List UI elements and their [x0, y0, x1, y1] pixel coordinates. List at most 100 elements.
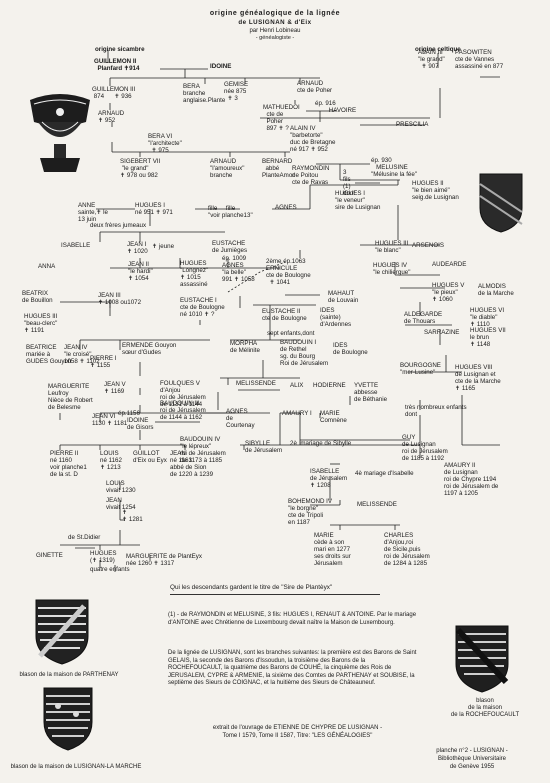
person-sept-enfants: sept enfants,dont [267, 330, 315, 337]
person-hugues8: HUGUES VIII de Lusignan et cte de la Mar… [455, 364, 501, 392]
person-beatrix: BEATRIX de Bouillon [22, 290, 53, 304]
source-note: extrait de l'ouvrage de ETIENNE DE CHYPR… [212, 725, 383, 739]
person-g1281: ✝ ✝ 1281 [122, 509, 143, 523]
person-hugues1-b: HUGUES I né 951 ✝ 971 [135, 202, 173, 216]
person-ep1156: ép.1156 [118, 410, 140, 417]
person-guillemon2: GUILLEMON II Planfard ✝914 [94, 58, 140, 72]
person-gemise: GEMISE née 875 ✝ 3 [224, 81, 249, 102]
person-mariage4: 4è mariage d'Isabelle [355, 470, 414, 477]
person-arnaud-poher: ARNAUD cte de Poher [297, 80, 333, 94]
person-audearde: AUDEARDE [432, 261, 467, 268]
person-jean3: JEAN III ✝ 1008 ou1072 [98, 292, 142, 306]
person-jean5: JEAN V ✝ 1169 [104, 381, 126, 395]
person-charles: CHARLES d'Anjou,roi de Sicile,puis roi d… [384, 532, 430, 567]
crest-shield-icon [479, 173, 523, 233]
person-mathuedoi: MATHUEDOI cte de Poher 897 ✝ ? [263, 104, 300, 132]
person-jean4: JEAN IV "le croisé" 1058 ✝ 1102 [64, 344, 100, 365]
person-hugues-longnez: HUGUES "Longnez" ✝ 1015 assassiné [180, 260, 209, 288]
person-louis1: LOUIS né 1162 ✝ 1213 [100, 450, 122, 471]
person-ermende: ERMENDE Gouyon sœur d'Gudes [122, 342, 177, 356]
person-sarrazine: SARRAZINE [424, 329, 460, 336]
person-amaury2: AMAURY II de Lusignan roi de Chypre 1194… [444, 462, 499, 497]
plate-reference-line1: planche n°2 - LUSIGNAN - [436, 748, 508, 754]
parthenay-blazon-caption: blason de la maison de PARTHENAY [19, 672, 119, 678]
person-ides2: IDES de Boulogne [333, 342, 368, 356]
descendants-note: Qui les descendants gardent le titre de … [170, 584, 333, 591]
lusignan-blazon-caption: blason de la maison de LUSIGNAN-LA MARCH… [10, 764, 142, 770]
person-de-st-didier: de St.Didier [68, 534, 101, 541]
person-guy: GUY de Lusignan roi de Jérusalem de 1185… [402, 434, 448, 462]
note-footnote-1: (1) - de RAYMONDIN et MELUSINE, 3 fils: … [168, 612, 417, 626]
person-hugues4: HUGUES IV "le chiliergue" [373, 262, 411, 276]
heraldic-cup-emblem [30, 94, 90, 172]
person-pierre2: PIERRE II né 1160 voir planche1 de la st… [50, 450, 87, 478]
person-louis2: LOUIS vivait 1230 [106, 480, 136, 494]
person-arnaud952: ARNAUD ✝ 952 [98, 110, 125, 124]
person-jean1: JEAN I ✝ 1020 [127, 241, 148, 255]
person-almodis: ALMODIS de la Marche [478, 283, 514, 297]
divider [170, 594, 380, 595]
person-sibylle: SIBYLLE de Jérusalem [245, 440, 283, 454]
person-alain3: ALAIN III "le grand" ✝ 907 [418, 49, 445, 70]
note-branches: De la lignée de LUSIGNAN, sont les branc… [168, 650, 417, 687]
person-sigebert7: SIGEBERT VII "le grand" ✝ 978 ou 982 [120, 158, 161, 179]
person-hugues3: HUGUES III "le blanc" [375, 240, 409, 254]
rochefoucauld-blazon-icon [455, 625, 509, 693]
person-ernicule: 2ème ép.1063 ERNICULE cte de Boulogne ✝ … [266, 258, 311, 286]
person-jean2: JEAN II "le hardi" ✝ 1054 [128, 261, 153, 282]
person-guillot: GUILLOT d'Eix ou Eyx [133, 450, 167, 464]
person-anne: ANNE sainte,✝ le 13 juin [78, 202, 108, 223]
person-marie2: MARIE cède à son mari en 1277 ses droits… [314, 532, 351, 567]
person-tres-nombreux: très nombreux enfants dont [405, 404, 467, 418]
person-hodierne: HODIERNE [313, 382, 346, 389]
person-fille1: fille fille "voir planche13" [208, 205, 253, 219]
person-bera: BERA branche anglaise.Plante [183, 83, 226, 104]
lusignan-blazon-icon [43, 687, 93, 751]
person-eustache1: EUSTACHE I cte de Boulogne né 1010 ✝ ? [180, 297, 225, 318]
person-agnes3: AGNES de Courtenay [226, 408, 255, 429]
person-bohemond: BOHEMOND IV "le borgne" cte de Tripoli e… [288, 498, 333, 526]
person-anna: ANNA [38, 263, 56, 270]
person-hugues1: HUGUES I "le veneur" sire de Lusignan [335, 190, 381, 211]
person-melusine: ép. 930 MELUSINE "Mélusine la fée" [371, 157, 418, 178]
person-marie1: MARIE Comnène [320, 410, 347, 424]
person-prescilia: PRESCILIA [396, 121, 429, 128]
origin-label-sicambre: origine sicambre [95, 46, 145, 53]
person-melissende1: MELISSENDE [236, 380, 276, 387]
person-idoine1: IDOINE [210, 63, 232, 70]
person-melissende2: MELISSENDE [357, 501, 397, 508]
author-line: par Henri Lobineau [249, 28, 301, 34]
person-beatrice: BEATRICE mariée à GUDES Gouyon [26, 344, 72, 365]
person-isabelle1: ISABELLE [61, 242, 91, 249]
person-amaury1: AMAURY I [282, 410, 312, 417]
parthenay-blazon-icon [35, 599, 89, 665]
person-quatre-enfants: quatre enfants [90, 566, 130, 573]
person-alain4: ALAIN IV "barbetorte" duc de Bretagne né… [290, 125, 336, 153]
person-jean6: JEAN VI 1130 ✝ 1181 [92, 413, 128, 427]
person-pasowiten: PASOWITEN cte de Vannes assassiné en 877 [455, 49, 504, 70]
person-mahaut: MAHAUT de Louvain [328, 290, 359, 304]
person-baudouin1: BAUDOUIN I de Rethel sg. du Bourg Roi de… [280, 339, 329, 367]
author-role: - généalogiste - [255, 35, 295, 41]
person-jean7: JEAN né 1163 abbé de Sion de 1220 à 1239 [170, 450, 214, 478]
person-hugues5: HUGUES V "le pieux" ✝ 1060 [432, 282, 465, 303]
person-hugues7: HUGUES VII le brun ✝ 1148 [470, 327, 506, 348]
origin-label-celtique: origine celtique [415, 46, 461, 53]
person-arsenois: ARSENOIS [412, 242, 444, 249]
person-eustache-jum: EUSTACHE de Jumièges [212, 240, 248, 254]
person-arnaud-amour: ARNAUD "l'amoureux" branche [210, 158, 245, 179]
person-alix: ALIX [290, 382, 304, 389]
person-hugues-last: HUGUES (✝ 1319) [90, 550, 117, 564]
person-idoine2: IDOINE de Gisors [127, 417, 154, 431]
person-agnes1: AGNES [275, 204, 297, 211]
person-baudouin4: BAUDOUIN IV "le lépreux" roi de Jérusale… [180, 436, 226, 464]
person-mariage2: 2è mariage de Sibylle [290, 440, 352, 447]
person-hugues3b: HUGUES III "beau-clerc" ✝ 1191 [24, 313, 58, 334]
person-bernard: BERNARD abbé PlanteAmor [262, 158, 295, 179]
person-trois-fils: 3 fils (1) dont [343, 169, 356, 197]
person-marguerite2: MARGUERITE de PlantEyx née 1260 ✝ 1317 [126, 553, 202, 567]
person-baudouin3: BAUDOUIN III roi de Jérusalem de 1144 à … [160, 400, 206, 421]
rochefoucauld-blazon-caption: blason de la maison de la ROCHEFOUCAULT [450, 698, 520, 718]
diagram-title: origine généalogique de la lignée [209, 10, 341, 17]
